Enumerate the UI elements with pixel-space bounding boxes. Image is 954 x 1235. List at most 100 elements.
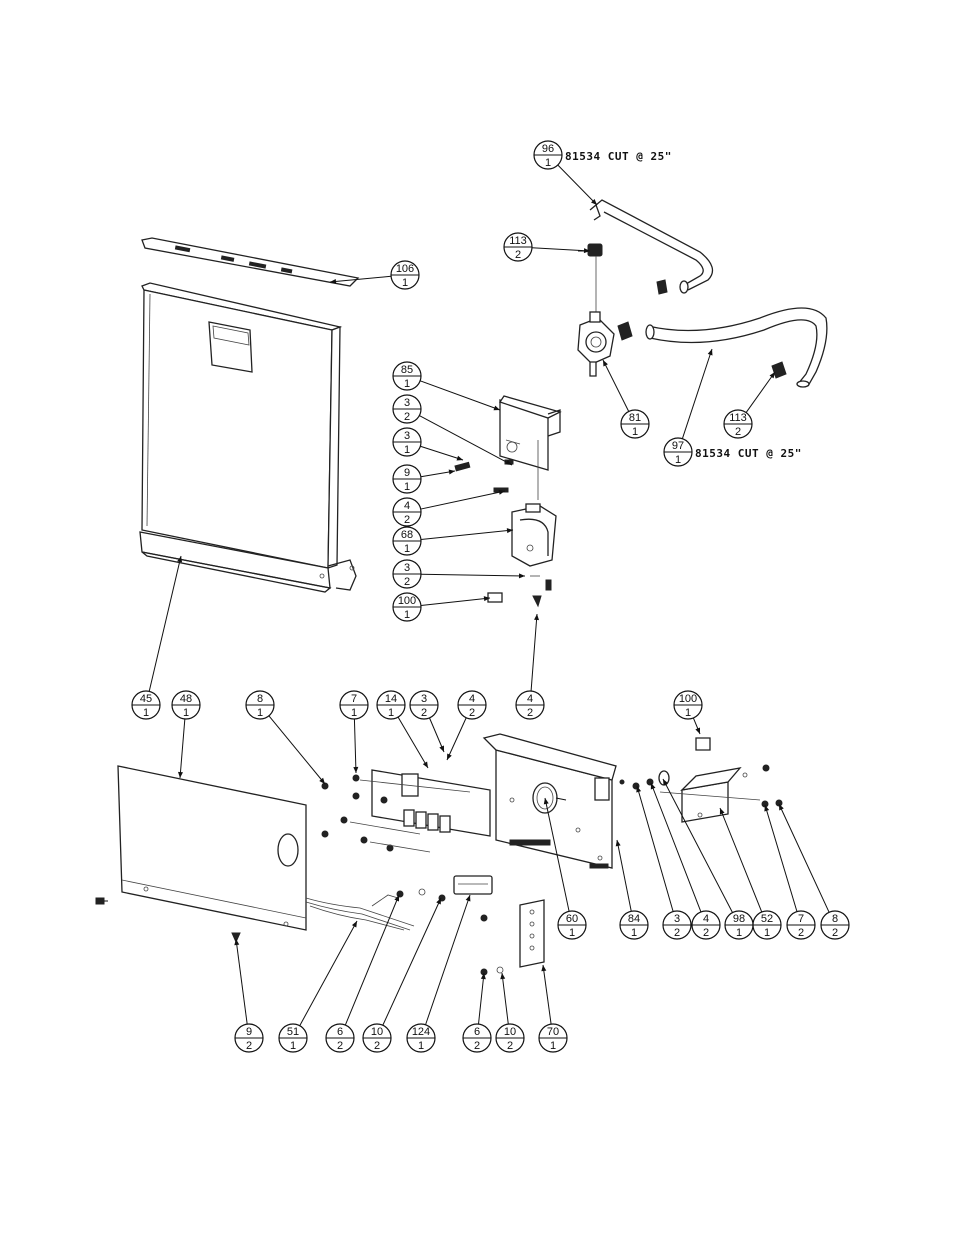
balloon-quantity: 1 xyxy=(631,927,637,939)
balloon-item-number: 4 xyxy=(703,913,709,925)
balloon-quantity: 1 xyxy=(290,1040,296,1052)
leader-line-b8b xyxy=(778,803,830,913)
balloon-item-number: 113 xyxy=(509,235,527,247)
leader-line-b4d xyxy=(650,782,702,913)
balloon-item-number: 52 xyxy=(761,913,773,925)
inlet-hose-upper xyxy=(589,199,714,295)
balloon-b4a: 42 xyxy=(392,497,422,527)
leader-line-b3a xyxy=(419,415,513,466)
balloon-quantity: 2 xyxy=(703,927,709,939)
leader-line-b6a xyxy=(344,894,400,1026)
balloon-b4d: 42 xyxy=(691,910,721,940)
balloon-b3c: 32 xyxy=(392,559,422,589)
leader-arrow-b10b xyxy=(500,973,506,980)
leader-arrow-b100b xyxy=(695,727,701,734)
leader-line-b96a xyxy=(557,164,598,206)
balloon-quantity: 2 xyxy=(404,576,410,588)
leader-line-b81 xyxy=(602,359,630,412)
leader-line-b70 xyxy=(542,964,552,1025)
balloon-item-number: 4 xyxy=(527,693,533,705)
balloon-item-number: 84 xyxy=(628,913,640,925)
balloon-quantity: 2 xyxy=(246,1040,252,1052)
leader-line-b98 xyxy=(662,778,733,913)
balloon-quantity: 1 xyxy=(257,707,263,719)
door-control-strip xyxy=(141,237,360,287)
balloon-quantity: 2 xyxy=(674,927,680,939)
balloon-quantity: 1 xyxy=(404,481,410,493)
balloon-quantity: 1 xyxy=(545,157,551,169)
balloon-item-number: 7 xyxy=(351,693,357,705)
balloon-b3e: 32 xyxy=(662,910,692,940)
balloon-item-number: 60 xyxy=(566,913,578,925)
balloon-item-number: 113 xyxy=(729,412,747,424)
balloon-item-number: 68 xyxy=(401,529,413,541)
balloon-b48: 481 xyxy=(171,690,201,720)
balloon-item-number: 6 xyxy=(337,1026,343,1038)
leader-arrow-b84 xyxy=(615,840,621,847)
balloon-quantity: 2 xyxy=(374,1040,380,1052)
balloon-b51: 511 xyxy=(278,1023,308,1053)
leader-line-b124 xyxy=(425,894,471,1025)
leader-arrow-b96a xyxy=(591,198,597,205)
balloon-b7b: 72 xyxy=(786,910,816,940)
balloon-quantity: 2 xyxy=(832,927,838,939)
balloon-b6a: 62 xyxy=(325,1023,355,1053)
leader-arrow-b14 xyxy=(422,761,428,768)
balloon-item-number: 7 xyxy=(798,913,804,925)
balloon-b4b: 42 xyxy=(457,690,487,720)
balloon-b96a: 961 xyxy=(533,140,563,170)
leader-arrow-b98 xyxy=(663,779,668,786)
leader-line-b10a xyxy=(382,897,442,1026)
balloon-quantity: 1 xyxy=(404,444,410,456)
balloon-quantity: 1 xyxy=(418,1040,424,1052)
leader-line-b4b xyxy=(446,717,467,761)
leader-arrow-b3e xyxy=(636,786,642,793)
wire-harness xyxy=(305,894,415,931)
leader-arrow-b3c xyxy=(518,573,525,579)
balloon-b14: 141 xyxy=(376,690,406,720)
leader-arrow-b113b xyxy=(769,372,775,379)
terminal-block xyxy=(480,899,545,976)
leader-arrow-b6b xyxy=(480,973,486,980)
balloon-callouts: 9611132106181111329718513231914268132100… xyxy=(131,140,850,1053)
leader-line-b51 xyxy=(299,920,358,1026)
leader-arrow-b9b xyxy=(234,939,240,946)
leader-line-b7b xyxy=(764,804,798,912)
balloon-quantity: 1 xyxy=(183,707,189,719)
leader-arrow-b81 xyxy=(603,360,608,367)
balloon-b10a: 102 xyxy=(362,1023,392,1053)
balloon-item-number: 97 xyxy=(672,440,684,452)
balloon-item-number: 9 xyxy=(246,1026,252,1038)
leader-arrow-b106 xyxy=(330,278,337,284)
leader-arrow-b8a xyxy=(319,777,325,784)
leader-arrow-b113a xyxy=(583,248,590,254)
balloon-b6b: 62 xyxy=(462,1023,492,1053)
leader-arrow-b52 xyxy=(719,808,725,815)
balloon-b9b: 92 xyxy=(234,1023,264,1053)
leader-line-b4a xyxy=(420,490,506,510)
leader-line-b113b xyxy=(745,371,776,413)
leader-arrow-b68 xyxy=(506,528,513,534)
balloon-quantity: 1 xyxy=(351,707,357,719)
balloon-item-number: 45 xyxy=(140,693,152,705)
leader-arrow-b97 xyxy=(707,349,713,356)
balloon-item-number: 81 xyxy=(629,412,641,424)
leader-arrow-b9a xyxy=(448,469,455,475)
balloon-quantity: 1 xyxy=(550,1040,556,1052)
balloon-b60: 601 xyxy=(557,910,587,940)
leader-arrow-b60 xyxy=(543,798,549,805)
loose-screws xyxy=(95,897,241,944)
leader-line-b85 xyxy=(419,380,501,411)
balloon-quantity: 1 xyxy=(685,707,691,719)
leader-arrow-b85 xyxy=(493,405,500,411)
balloon-quantity: 2 xyxy=(515,249,521,261)
inlet-valve xyxy=(577,311,633,377)
float-switch-bracket xyxy=(498,395,562,500)
balloon-item-number: 3 xyxy=(674,913,680,925)
leader-arrow-b51 xyxy=(351,921,357,928)
balloon-b8a: 81 xyxy=(245,690,275,720)
